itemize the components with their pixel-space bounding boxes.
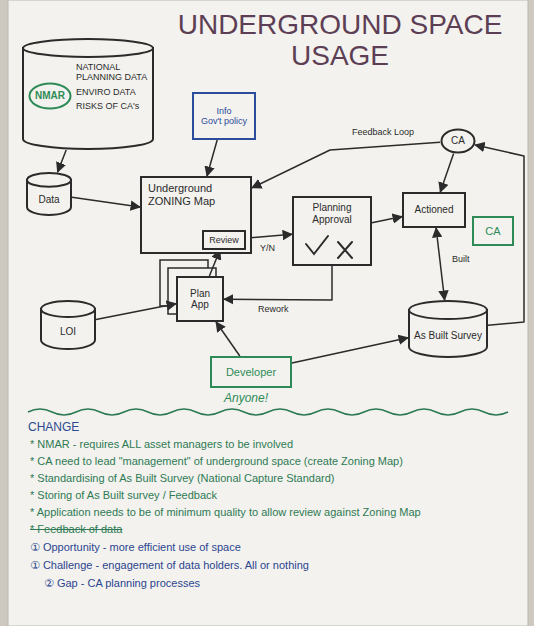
zoning-map-box: Underground ZONING MapReview bbox=[140, 176, 252, 254]
node-text: Gov't policy bbox=[201, 116, 247, 126]
node-text: Planning Approval bbox=[297, 202, 367, 225]
change-item: * CA need to lead "management" of underg… bbox=[30, 455, 403, 468]
paper-edge bbox=[8, 0, 528, 626]
edge-label: Y/N bbox=[258, 243, 277, 253]
title: UNDERGROUND SPACE USAGE bbox=[170, 10, 510, 72]
connector bbox=[252, 142, 440, 188]
connector bbox=[207, 140, 217, 176]
review-box: Review bbox=[202, 230, 246, 250]
process-box: Actioned bbox=[402, 192, 466, 228]
node-text: NMAR bbox=[35, 90, 65, 102]
divider-wave bbox=[28, 409, 508, 415]
node-outline bbox=[40, 300, 96, 350]
policy-box: InfoGov't policy bbox=[192, 92, 256, 140]
node-text: NATIONAL PLANNING DATA bbox=[76, 62, 150, 83]
connector bbox=[440, 154, 453, 192]
survey-cylinder: As Built Survey bbox=[408, 300, 488, 358]
node-text: ENVIRO DATA bbox=[76, 87, 136, 97]
node-text: Plan App bbox=[181, 288, 219, 311]
approval-box: Planning Approval bbox=[292, 196, 372, 266]
section-heading: CHANGE bbox=[28, 420, 79, 434]
connector bbox=[58, 150, 67, 172]
node-text: Developer bbox=[226, 366, 276, 379]
change-item: * Application needs to be of minimum qua… bbox=[30, 506, 421, 519]
data-cylinder: Data bbox=[26, 172, 72, 216]
node-text: CA bbox=[485, 225, 500, 238]
data-store: NATIONAL PLANNING DATA ENVIRO DATA RISKS O… bbox=[22, 38, 154, 150]
node-text: As Built Survey bbox=[414, 330, 482, 342]
struck-item: * Feedback of data bbox=[30, 523, 122, 536]
numbered-item: ① Opportunity - more efficient use of sp… bbox=[30, 541, 241, 554]
application-box: Plan App bbox=[176, 276, 224, 322]
register-circle: NMAR bbox=[28, 82, 72, 110]
node-outline bbox=[408, 300, 488, 358]
edge-label: Rework bbox=[256, 304, 291, 314]
node-text: LOI bbox=[60, 326, 76, 338]
change-item: * NMAR - requires ALL asset managers to … bbox=[30, 438, 293, 451]
authority-box: CA bbox=[472, 216, 514, 246]
connector bbox=[224, 266, 332, 300]
numbered-item: ② Gap - CA planning processes bbox=[44, 577, 200, 590]
developer-box: Developer bbox=[210, 356, 292, 388]
authority-circle: CA bbox=[440, 128, 476, 154]
numbered-item: ① Challenge - engagement of data holders… bbox=[30, 559, 309, 572]
connector bbox=[292, 338, 408, 363]
node-text: Underground ZONING Map bbox=[148, 182, 246, 207]
node-text: CA bbox=[451, 135, 465, 147]
connector bbox=[246, 234, 292, 238]
connector bbox=[372, 217, 402, 223]
node-text: Data bbox=[38, 194, 59, 206]
node-text: Actioned bbox=[415, 204, 454, 216]
node-outline bbox=[26, 172, 72, 216]
info-cylinder: LOI bbox=[40, 300, 96, 350]
connector bbox=[72, 197, 140, 207]
node-text: RISKS OF CA's bbox=[76, 101, 139, 111]
connector bbox=[216, 322, 240, 356]
node-text: Review bbox=[209, 235, 239, 245]
connector bbox=[96, 304, 176, 320]
node-text: Info bbox=[216, 106, 231, 116]
change-item: * Storing of As Built survey / Feedback bbox=[30, 489, 217, 502]
edge-label: Built bbox=[450, 254, 472, 264]
note: Anyone! bbox=[224, 391, 268, 405]
connector bbox=[436, 228, 445, 300]
paper bbox=[8, 0, 528, 626]
change-item: * Standardising of As Built Survey (Nati… bbox=[30, 472, 335, 485]
edge-label: Feedback Loop bbox=[350, 127, 416, 137]
